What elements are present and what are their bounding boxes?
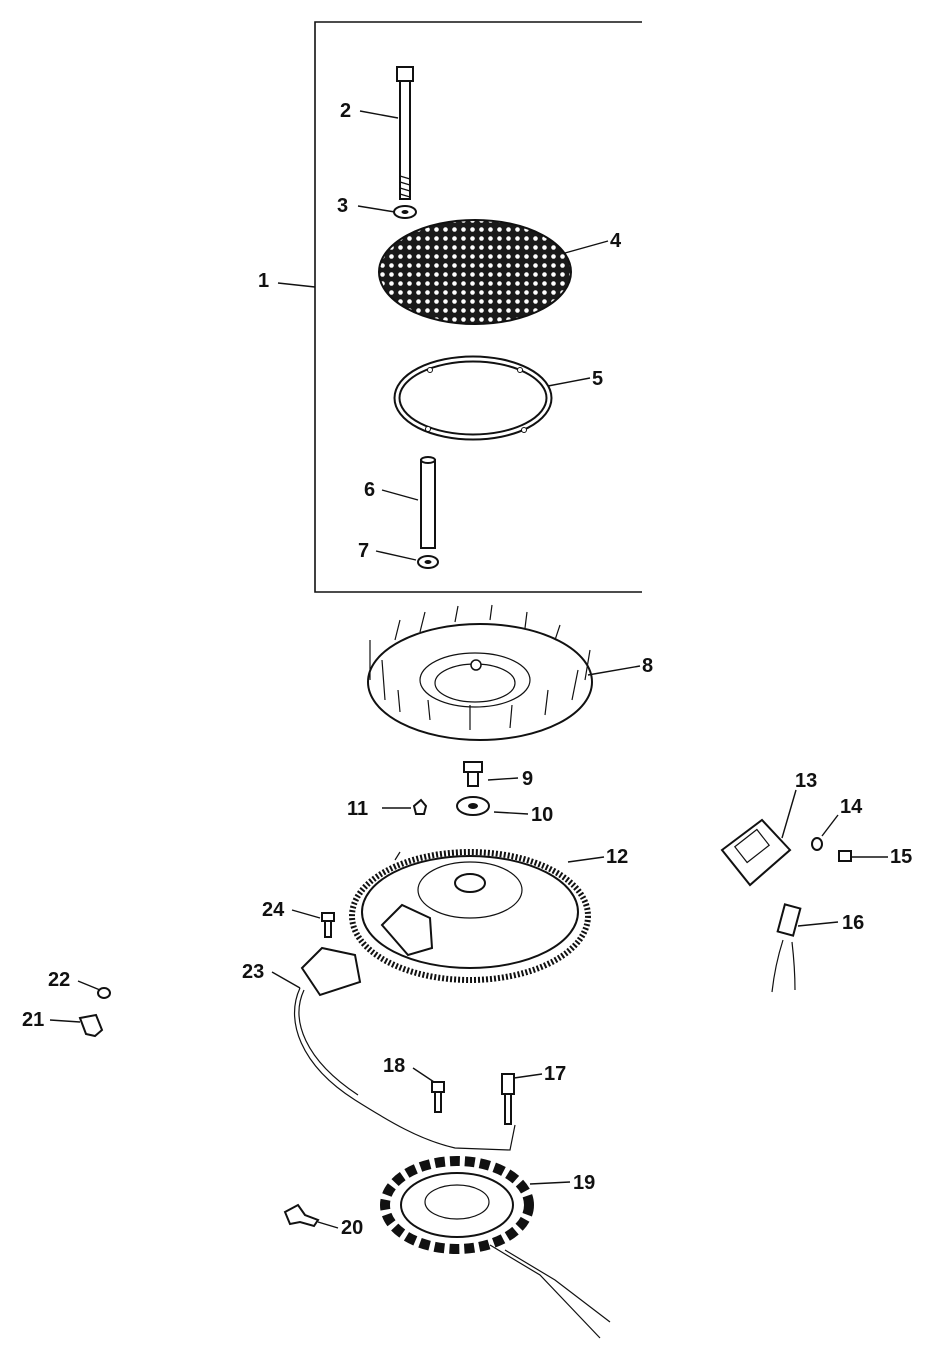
callout-6: 6	[364, 479, 375, 501]
callout-2: 2	[340, 100, 351, 122]
callout-16: 16	[842, 912, 864, 934]
part-19-stator	[380, 1156, 611, 1339]
part-24-screw	[321, 912, 335, 938]
callout-20: 20	[341, 1217, 363, 1239]
callout-15: 15	[890, 846, 912, 868]
part-5-retainer-ring	[393, 355, 553, 441]
part-20-clip	[283, 1203, 320, 1228]
callout-3: 3	[337, 195, 348, 217]
callout-23: 23	[242, 961, 264, 983]
part-18-screw	[431, 1081, 445, 1113]
callout-19: 19	[573, 1172, 595, 1194]
callout-11: 11	[347, 798, 368, 820]
part-2-bolt	[396, 66, 414, 200]
part-14-washer	[811, 837, 823, 851]
callout-5: 5	[592, 368, 603, 390]
callout-4: 4	[610, 230, 622, 252]
part-13-regulator	[720, 818, 792, 887]
part-15-screw	[838, 850, 852, 862]
part-12-flywheel	[349, 849, 591, 983]
part-3-washer	[393, 205, 417, 219]
callout-12: 12	[606, 846, 628, 868]
callout-22: 22	[48, 969, 70, 991]
part-10-washer	[456, 796, 490, 816]
leader-lines	[49, 110, 888, 1229]
callout-1: 1	[258, 270, 269, 292]
assembly-group-box	[314, 21, 642, 593]
callout-18: 18	[383, 1055, 405, 1077]
part-9-bolt	[463, 761, 483, 787]
part-7-washer	[417, 555, 439, 569]
part-17-terminal	[501, 1073, 515, 1125]
part-6-spacer-tube	[420, 456, 436, 549]
part-11-key	[412, 798, 428, 815]
callout-8: 8	[642, 655, 653, 677]
part-4-mesh-screen	[378, 219, 572, 325]
callout-21: 21	[22, 1009, 44, 1031]
part-8-fan	[367, 604, 593, 741]
part-21-clip	[78, 1013, 104, 1038]
part-22-washer	[97, 987, 111, 999]
callout-17: 17	[544, 1063, 566, 1085]
part-23-ignition-module	[293, 946, 516, 1151]
callout-14: 14	[840, 796, 863, 818]
callout-13: 13	[795, 770, 817, 792]
callout-7: 7	[358, 540, 369, 562]
callout-labels: 1 2 3 4 5 6 7 8 9 10 11 12 13 14 15 16 1…	[22, 100, 912, 1239]
part-16-connector	[771, 903, 802, 993]
callout-9: 9	[522, 768, 533, 790]
callout-24: 24	[262, 899, 285, 921]
callout-10: 10	[531, 804, 553, 826]
